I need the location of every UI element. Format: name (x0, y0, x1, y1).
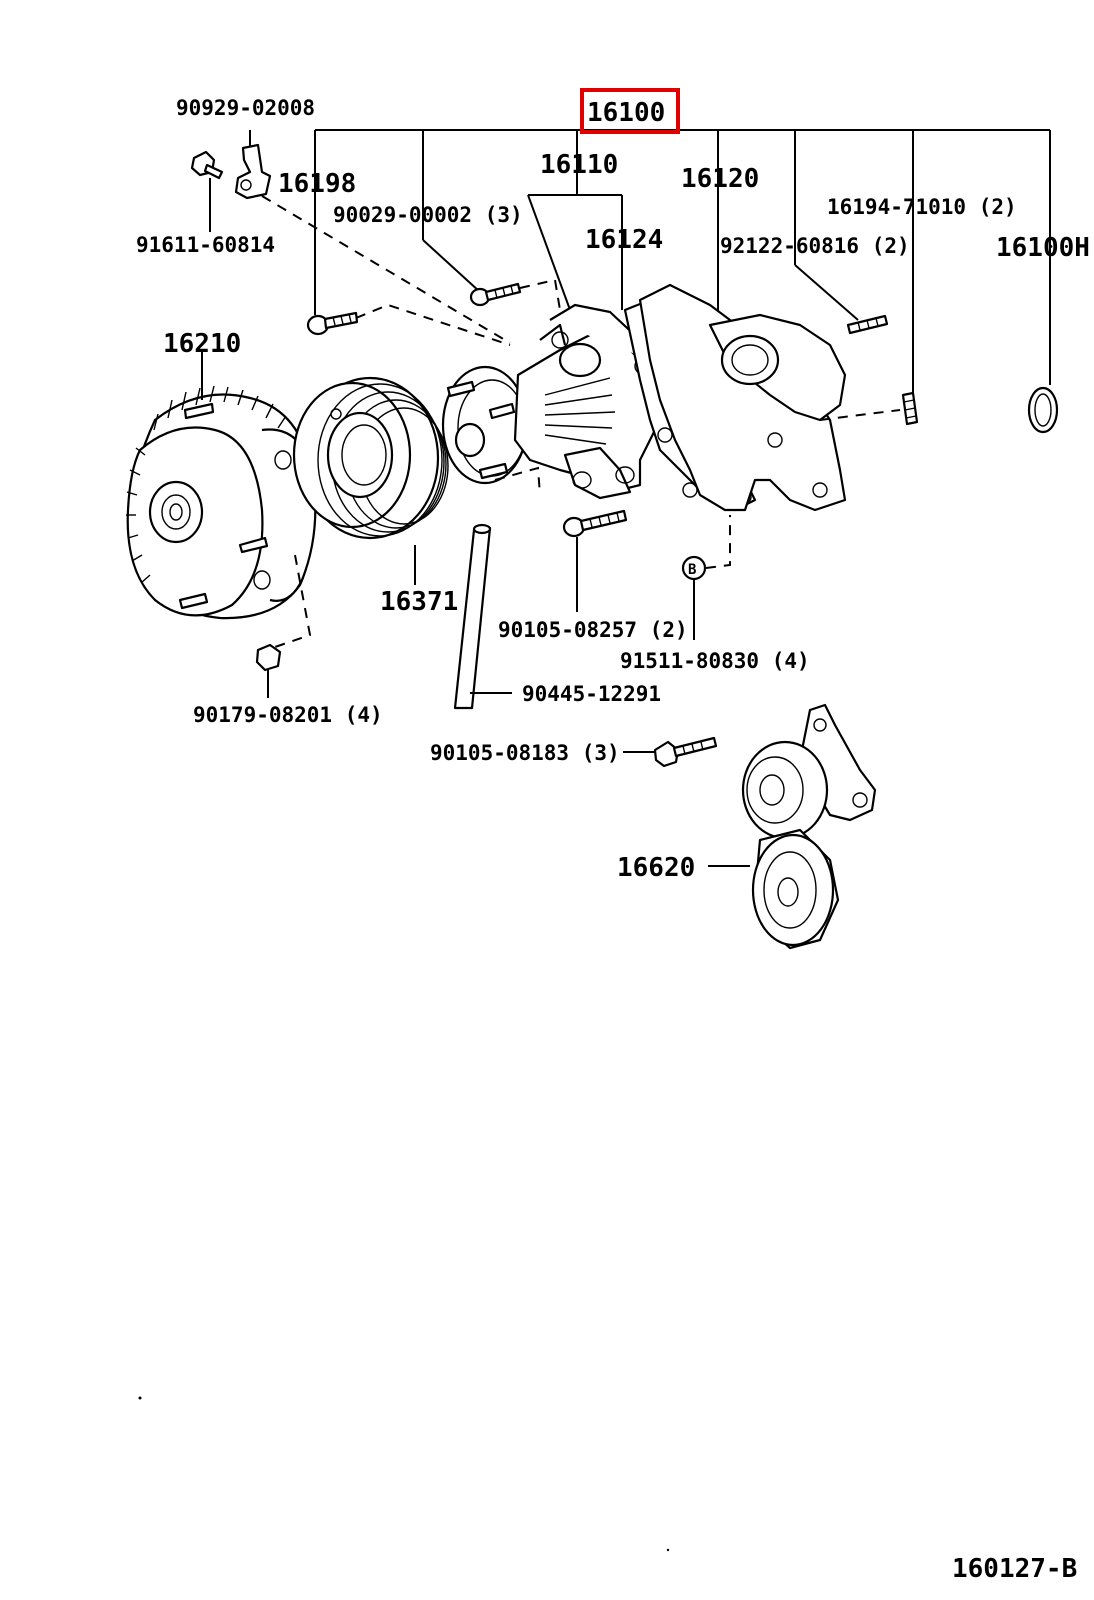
label-90445-12291[interactable]: 90445-12291 (522, 682, 661, 706)
bracket-16198-part (234, 130, 272, 200)
label-91511-80830[interactable]: 91511-80830 (4) (620, 649, 810, 673)
label-16194-71010[interactable]: 16194-71010 (2) (827, 195, 1017, 219)
badge-b-label: B (688, 562, 696, 578)
label-90105-08183[interactable]: 90105-08183 (3) (430, 741, 620, 765)
housing-16120-part (638, 283, 847, 512)
label-16110[interactable]: 16110 (540, 150, 618, 180)
stud-92122-60816-part (846, 314, 889, 335)
assembly-number-highlight (580, 88, 680, 134)
label-16210[interactable]: 16210 (163, 329, 241, 359)
speck-dot (666, 1548, 670, 1552)
tensioner-16620-part (708, 703, 877, 950)
label-16620[interactable]: 16620 (617, 853, 695, 883)
hub-flange-part (441, 365, 529, 485)
stud-16194-71010-part (901, 391, 919, 426)
label-91611-60814[interactable]: 91611-60814 (136, 233, 275, 257)
label-16100H[interactable]: 16100H (996, 233, 1090, 263)
label-16198[interactable]: 16198 (278, 169, 356, 199)
pulley-16371-part (292, 376, 449, 540)
bolt-90105-08257-part (562, 509, 628, 612)
bolt-90105-08183-part (623, 736, 718, 768)
assembly-bracket-lines (314, 129, 1051, 395)
speck-dot (138, 1396, 142, 1400)
rod-90445-12291-part (453, 523, 512, 710)
label-90105-08257[interactable]: 90105-08257 (2) (498, 618, 688, 642)
bolt-90029-left (306, 311, 359, 336)
assembly-number-label[interactable]: 16100 (587, 98, 665, 128)
label-16120[interactable]: 16120 (681, 164, 759, 194)
nut-90179-08201-part (255, 643, 282, 698)
figure-id-label: 160127-B (952, 1554, 1077, 1584)
washer-91511-80830-part (681, 555, 707, 640)
label-92122-60816[interactable]: 92122-60816 (2) (720, 234, 910, 258)
bolt-90029-upper (469, 282, 522, 307)
fan-clutch-16210-part (126, 385, 317, 620)
label-90179-08201[interactable]: 90179-08201 (4) (193, 703, 383, 727)
o-ring-16100H-part (1027, 386, 1059, 434)
bolt-91611-60814-part (190, 150, 224, 232)
label-90029-00002[interactable]: 90029-00002 (3) (333, 203, 523, 227)
water-pump-body-16110-part (513, 303, 662, 500)
part-labels: 90929-02008 16198 91611-60814 90029-0000… (136, 96, 1090, 883)
label-16124[interactable]: 16124 (585, 225, 663, 255)
label-16371[interactable]: 16371 (380, 587, 458, 617)
label-90929-02008[interactable]: 90929-02008 (176, 96, 315, 120)
